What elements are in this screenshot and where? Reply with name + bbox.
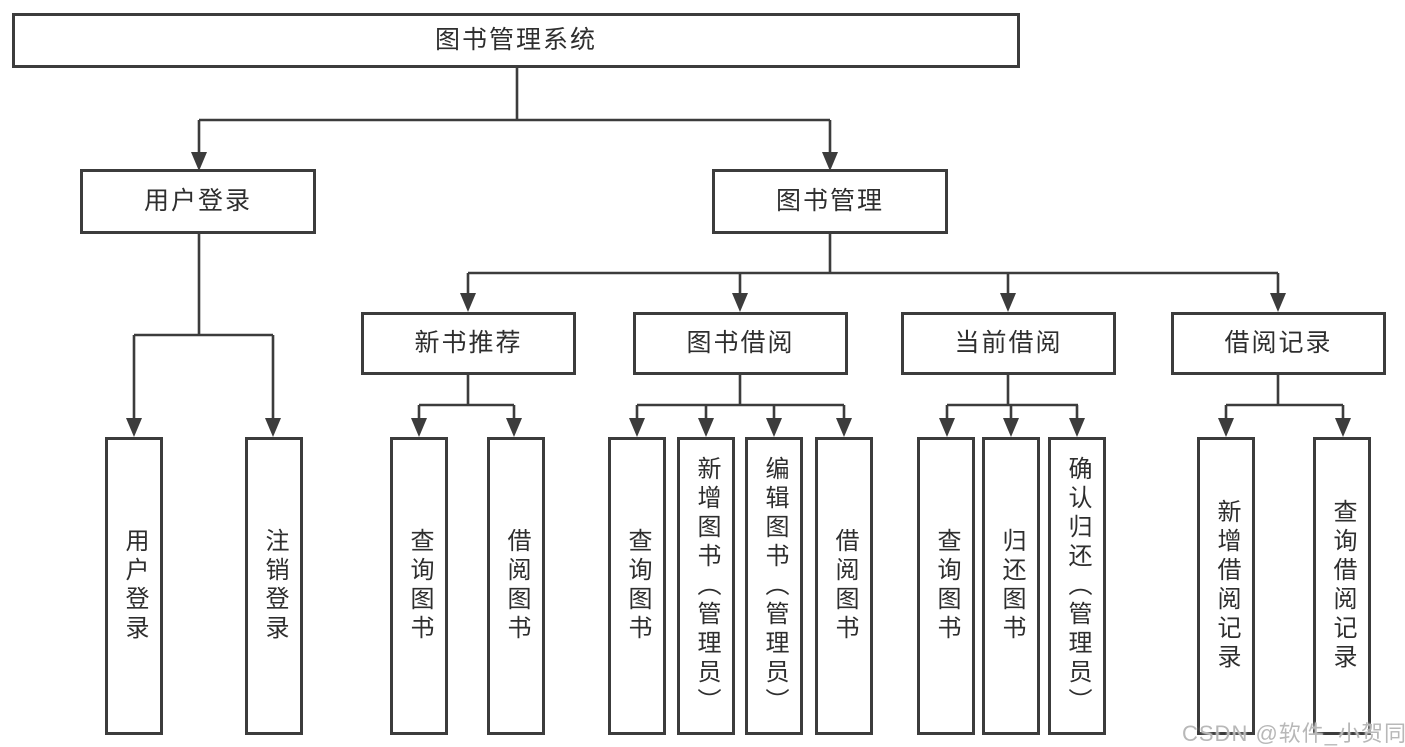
leaf-query-books-borrow: 查询图书 bbox=[608, 437, 666, 735]
leaf-label: 确认归还（管理员） bbox=[1064, 455, 1091, 717]
leaf-return-book: 归还图书 bbox=[982, 437, 1040, 735]
node-label: 图书管理系统 bbox=[434, 26, 597, 54]
arrow-down-icon bbox=[1218, 418, 1234, 437]
arrow-down-icon bbox=[1069, 418, 1085, 437]
node-borrow-records: 借阅记录 bbox=[1171, 312, 1386, 375]
node-new-book-recommend: 新书推荐 bbox=[361, 312, 576, 375]
leaf-label: 编辑图书（管理员） bbox=[761, 455, 788, 717]
leaf-label: 查询图书 bbox=[406, 528, 433, 644]
node-label: 用户登录 bbox=[143, 187, 252, 215]
leaf-edit-book-admin: 编辑图书（管理员） bbox=[745, 437, 803, 735]
leaf-label: 新增借阅记录 bbox=[1213, 499, 1240, 673]
node-current-borrow: 当前借阅 bbox=[901, 312, 1116, 375]
leaf-label: 借阅图书 bbox=[503, 528, 530, 644]
arrow-down-icon bbox=[126, 418, 142, 437]
leaf-label: 查询借阅记录 bbox=[1329, 499, 1356, 673]
arrow-down-icon bbox=[265, 418, 281, 437]
node-user-login: 用户登录 bbox=[80, 169, 316, 234]
arrow-down-icon bbox=[698, 418, 714, 437]
arrow-down-icon bbox=[939, 418, 955, 437]
arrow-down-icon bbox=[836, 418, 852, 437]
arrow-down-icon bbox=[1003, 418, 1019, 437]
leaf-label: 注销登录 bbox=[261, 528, 288, 644]
arrow-down-icon bbox=[1000, 293, 1016, 312]
leaf-label: 查询图书 bbox=[933, 528, 960, 644]
arrow-down-icon bbox=[1335, 418, 1351, 437]
node-library-system: 图书管理系统 bbox=[12, 13, 1020, 68]
leaf-query-borrow-record: 查询借阅记录 bbox=[1313, 437, 1371, 735]
node-label: 图书管理 bbox=[775, 187, 884, 215]
node-label: 当前借阅 bbox=[954, 329, 1063, 357]
leaf-query-books-current: 查询图书 bbox=[917, 437, 975, 735]
csdn-watermark: CSDN @软件_小贺同学 bbox=[1182, 721, 1405, 746]
leaf-logout: 注销登录 bbox=[245, 437, 303, 735]
leaf-add-borrow-record: 新增借阅记录 bbox=[1197, 437, 1255, 735]
node-label: 新书推荐 bbox=[414, 329, 523, 357]
arrow-down-icon bbox=[766, 418, 782, 437]
arrow-down-icon bbox=[1270, 293, 1286, 312]
leaf-borrow-books-recommend: 借阅图书 bbox=[487, 437, 545, 735]
leaf-user-login: 用户登录 bbox=[105, 437, 163, 735]
leaf-add-book-admin: 新增图书（管理员） bbox=[677, 437, 735, 735]
leaf-label: 用户登录 bbox=[121, 528, 148, 644]
node-book-management: 图书管理 bbox=[712, 169, 948, 234]
leaf-confirm-return-admin: 确认归还（管理员） bbox=[1048, 437, 1106, 735]
node-label: 图书借阅 bbox=[686, 329, 795, 357]
leaf-label: 查询图书 bbox=[624, 528, 651, 644]
leaf-borrow-books: 借阅图书 bbox=[815, 437, 873, 735]
arrow-down-icon bbox=[629, 418, 645, 437]
node-label: 借阅记录 bbox=[1224, 329, 1333, 357]
arrow-down-icon bbox=[460, 293, 476, 312]
arrow-down-icon bbox=[732, 293, 748, 312]
leaf-label: 新增图书（管理员） bbox=[693, 455, 720, 717]
leaf-label: 借阅图书 bbox=[831, 528, 858, 644]
arrow-down-icon bbox=[506, 418, 522, 437]
leaf-query-books-recommend: 查询图书 bbox=[390, 437, 448, 735]
node-book-borrow: 图书借阅 bbox=[633, 312, 848, 375]
arrow-down-icon bbox=[411, 418, 427, 437]
leaf-label: 归还图书 bbox=[998, 528, 1025, 644]
